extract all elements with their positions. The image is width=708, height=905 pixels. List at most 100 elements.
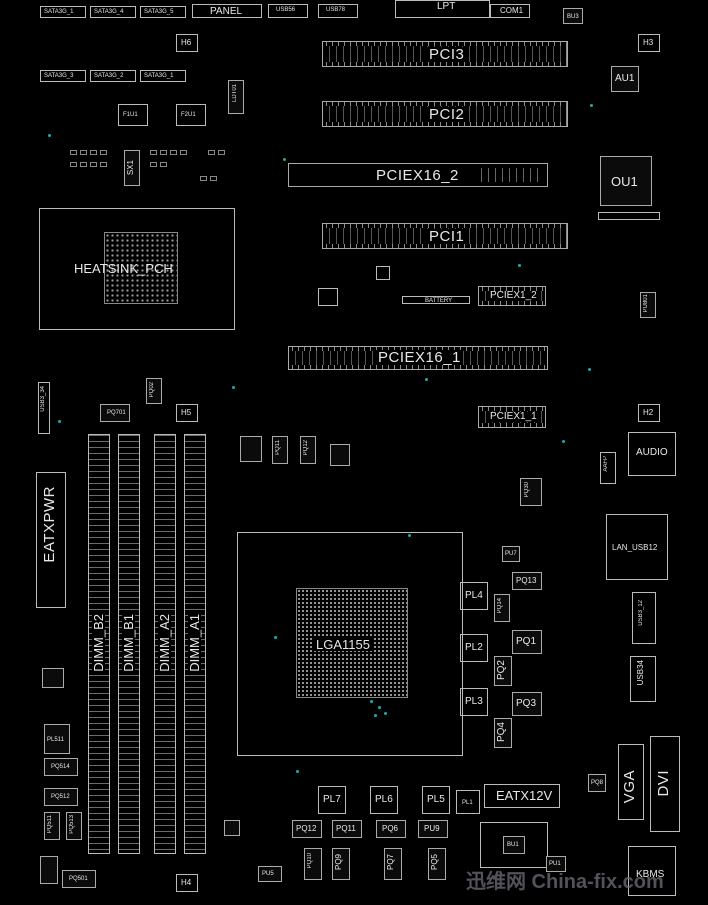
label-pq5: PQ5: [430, 854, 439, 871]
pq13-chip[interactable]: [512, 572, 542, 590]
label-pq1: PQ1: [516, 636, 537, 647]
pq514-chip[interactable]: [44, 758, 78, 776]
hole-h4[interactable]: [176, 874, 198, 892]
lpt-header[interactable]: [395, 0, 490, 18]
sata3g-3[interactable]: [40, 70, 86, 82]
watermark-text: 迅维网 China-fix.com: [466, 871, 664, 893]
label-h3: H3: [643, 38, 654, 47]
pq12-chip-lower[interactable]: [292, 820, 322, 838]
pq8-chip[interactable]: [376, 820, 406, 838]
kbms-connector[interactable]: [628, 846, 676, 896]
hole-h3[interactable]: [638, 34, 660, 52]
pl1-inductor[interactable]: [456, 790, 480, 814]
label-pq3: PQ3: [516, 698, 537, 709]
sx1-chip[interactable]: [124, 150, 140, 186]
label-pq9: PQ9: [334, 854, 343, 871]
aafp-header[interactable]: [600, 452, 616, 484]
pq513-chip[interactable]: [66, 812, 82, 840]
fuse-f2u1[interactable]: [176, 104, 206, 126]
pq5-chip[interactable]: [428, 848, 446, 880]
fuse-f1u1[interactable]: [118, 104, 148, 126]
usb3-12-connector[interactable]: [632, 592, 656, 644]
label-pq12-upper: PQ12: [303, 440, 309, 456]
via: [374, 714, 377, 717]
pq2-chip[interactable]: [494, 656, 512, 686]
label-heatsink-pch: HEATSINK_PCH: [74, 261, 173, 276]
dvi-connector[interactable]: [650, 736, 680, 832]
pl2-inductor[interactable]: [460, 634, 488, 662]
label-pl6: PL7: [323, 794, 341, 805]
label-pq511: PQ511: [47, 815, 53, 834]
pq1-chip[interactable]: [512, 630, 542, 654]
ldt01-chip[interactable]: [228, 80, 244, 114]
pl7-inductor[interactable]: [460, 582, 488, 610]
pq11-chip-lower[interactable]: [332, 820, 362, 838]
pq7-chip[interactable]: [384, 848, 402, 880]
pl4-inductor[interactable]: [422, 786, 450, 814]
heatsink-pch-outline[interactable]: [39, 208, 235, 330]
label-pl3: PL3: [465, 696, 483, 707]
pq12-chip-upper[interactable]: [300, 436, 316, 464]
pu9-chip[interactable]: [258, 866, 282, 882]
via: [378, 706, 381, 709]
smd-pad: [218, 150, 225, 155]
smd-pad: [180, 150, 187, 155]
usb3-34-header[interactable]: [38, 382, 50, 434]
ou1-chip[interactable]: [600, 156, 652, 206]
lan-usb12-connector[interactable]: [606, 514, 668, 580]
battery-holder[interactable]: [402, 296, 470, 304]
sata3g-2[interactable]: [90, 70, 136, 82]
sata3g-1-row2[interactable]: [140, 70, 186, 82]
label-pq11-lower: PQ11: [336, 824, 356, 833]
hole-h2[interactable]: [638, 404, 660, 422]
pq701-chip[interactable]: [100, 404, 130, 422]
bu1-chip[interactable]: [588, 774, 606, 792]
pq6-chip[interactable]: [418, 820, 448, 838]
bu3-chip[interactable]: [563, 8, 583, 24]
audio-connector[interactable]: [628, 432, 676, 476]
pq4-chip[interactable]: [494, 718, 512, 748]
eatx12v-connector[interactable]: [484, 784, 560, 808]
lga1155-socket-outline[interactable]: [237, 532, 463, 756]
pciex16-2-slot[interactable]: [288, 163, 548, 187]
pq02-chip[interactable]: [146, 378, 162, 404]
usb56-header[interactable]: [268, 4, 308, 18]
vga-connector[interactable]: [618, 744, 644, 820]
pq3-chip[interactable]: [512, 692, 542, 716]
eatxpwr-connector[interactable]: [36, 472, 66, 608]
pq30-chip[interactable]: [520, 478, 542, 506]
usb34-connector[interactable]: [630, 656, 656, 702]
pq501-chip[interactable]: [62, 870, 96, 888]
pch-chip[interactable]: [104, 232, 178, 304]
pl6-inductor[interactable]: [318, 786, 346, 814]
pu7-chip[interactable]: [502, 546, 520, 562]
upper-mid-chip-2: [330, 444, 350, 466]
pl5-inductor[interactable]: [370, 786, 398, 814]
pu801-chip[interactable]: [640, 292, 656, 318]
pu5-chip[interactable]: [546, 856, 566, 872]
label-pci2: PCI2: [427, 106, 467, 123]
pu1-chip[interactable]: [503, 836, 525, 854]
label-h6: H6: [181, 38, 192, 47]
pq512-chip[interactable]: [44, 788, 78, 806]
pl3-inductor[interactable]: [460, 688, 488, 716]
panel-header[interactable]: [192, 4, 262, 18]
pq10-chip[interactable]: [304, 848, 322, 880]
usb78-header[interactable]: [318, 4, 358, 18]
smd-pad: [100, 150, 107, 155]
hole-h6[interactable]: [176, 34, 198, 52]
pq11-chip[interactable]: [272, 436, 288, 464]
au1-chip[interactable]: [611, 66, 639, 92]
label-pl5: PL6: [375, 794, 393, 805]
sata3g-1-top[interactable]: [40, 6, 86, 18]
sata3g-5[interactable]: [140, 6, 186, 18]
sata3g-4[interactable]: [90, 6, 136, 18]
pq9-chip[interactable]: [332, 848, 350, 880]
via: [425, 378, 428, 381]
pl511-inductor[interactable]: [44, 724, 70, 754]
hole-h5[interactable]: [176, 404, 198, 422]
pq511-chip[interactable]: [44, 812, 60, 840]
com1-header[interactable]: [490, 4, 530, 18]
pq14-chip[interactable]: [494, 594, 510, 622]
